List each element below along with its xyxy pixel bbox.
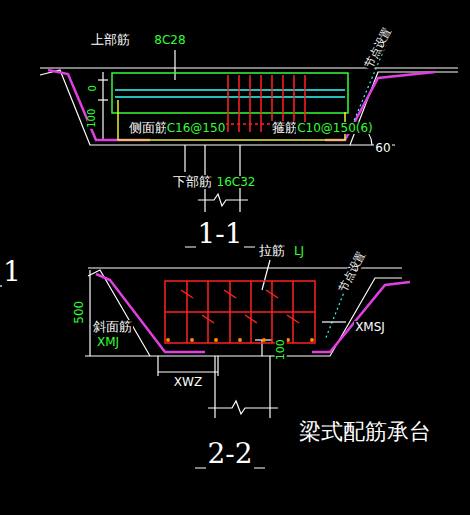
bar-spec: C10@150(6) [296, 122, 374, 135]
bar-spec: XWZ [173, 376, 203, 389]
caption: 梁式配筋承台 [298, 420, 432, 443]
bar-spec: LJ [293, 245, 305, 258]
section-1-outline [0, 50, 458, 286]
dimension: 0 [88, 84, 99, 92]
bar-name: 上部筋 [90, 33, 131, 47]
bar-name: 拉筋 [258, 244, 286, 258]
section-title: 1 [2, 257, 22, 286]
bar-spec: 16C32 [216, 176, 257, 189]
bar-name: 侧面筋 [128, 121, 169, 135]
bar-spec: XMSJ [354, 321, 386, 334]
section-title: 1-1 [196, 219, 243, 248]
cap-beam-2 [165, 281, 315, 343]
note: 节点设置 [336, 249, 368, 295]
dimension: 100 [274, 338, 286, 361]
bar-spec: C16@150 [166, 122, 227, 135]
angle: 60 [374, 142, 391, 155]
node-line [325, 40, 388, 340]
bar-name: 箍筋 [271, 121, 299, 135]
section-title: 2-2 [206, 439, 253, 468]
bar-spec: XMJ [96, 336, 120, 349]
bar-name: 下部筋 [172, 175, 213, 189]
dimension: 500 [73, 300, 86, 325]
slope-bars-2 [96, 274, 410, 352]
dimension: 100 [88, 107, 99, 128]
slope-bars-1 [48, 70, 435, 140]
bar-name: 斜面筋 [92, 320, 133, 334]
bar-spec: 8C28 [153, 34, 186, 47]
